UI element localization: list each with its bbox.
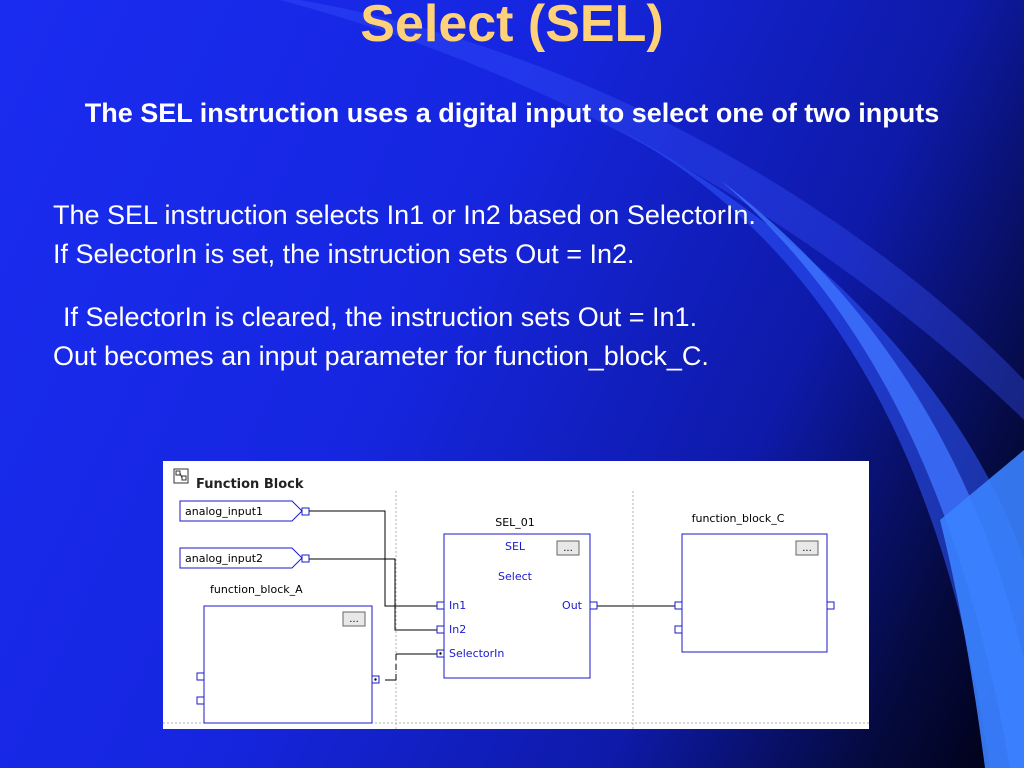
description-paragraph-2: If SelectorIn is cleared, the instructio…: [53, 298, 983, 376]
slide-title: Select (SEL): [360, 0, 664, 53]
pin-label: In2: [449, 623, 466, 636]
block-c-name: function_block_C: [692, 512, 785, 525]
sel-pin-selectorin[interactable]: SelectorIn: [436, 647, 504, 660]
sel-properties-button[interactable]: ...: [556, 540, 580, 556]
diagram-header: Function Block: [196, 477, 304, 492]
pin-label: Out: [562, 599, 583, 612]
sel-type-label: SEL: [505, 540, 526, 553]
input-tag-analog-input2[interactable]: analog_input2: [179, 547, 310, 569]
description-line: Out becomes an input parameter for funct…: [53, 341, 709, 371]
sel-pin-in2[interactable]: In2: [436, 623, 466, 636]
block-a-name: function_block_A: [210, 583, 303, 596]
description-line: If SelectorIn is cleared, the instructio…: [63, 302, 698, 332]
sel-pin-in1[interactable]: In1: [436, 599, 466, 612]
ellipsis-label: ...: [802, 543, 812, 554]
block-c-properties-button[interactable]: ...: [795, 540, 819, 556]
ellipsis-label: ...: [563, 543, 573, 554]
pin-label: SelectorIn: [449, 647, 504, 660]
sel-description: Select: [498, 570, 533, 583]
input-tag-analog-input1[interactable]: analog_input1: [179, 500, 310, 522]
sel-pin-out[interactable]: Out: [562, 599, 598, 612]
function-block-diagram: Function Block analog_input1 analog_inpu…: [163, 461, 869, 729]
sel-tag-name: SEL_01: [495, 516, 535, 529]
description-line: If SelectorIn is set, the instruction se…: [53, 239, 635, 269]
sel-block[interactable]: [443, 533, 591, 679]
input-tag-label: analog_input2: [185, 552, 263, 565]
function-block-icon: [173, 468, 189, 484]
slide-subtitle: The SEL instruction uses a digital input…: [84, 98, 940, 128]
ellipsis-label: ...: [349, 614, 359, 625]
description-paragraph-1: The SEL instruction selects In1 or In2 b…: [53, 196, 983, 274]
block-a-properties-button[interactable]: ...: [342, 611, 366, 627]
pin-label: In1: [449, 599, 466, 612]
input-tag-label: analog_input1: [185, 505, 263, 518]
description-line: The SEL instruction selects In1 or In2 b…: [53, 200, 756, 230]
wires: [309, 510, 677, 681]
